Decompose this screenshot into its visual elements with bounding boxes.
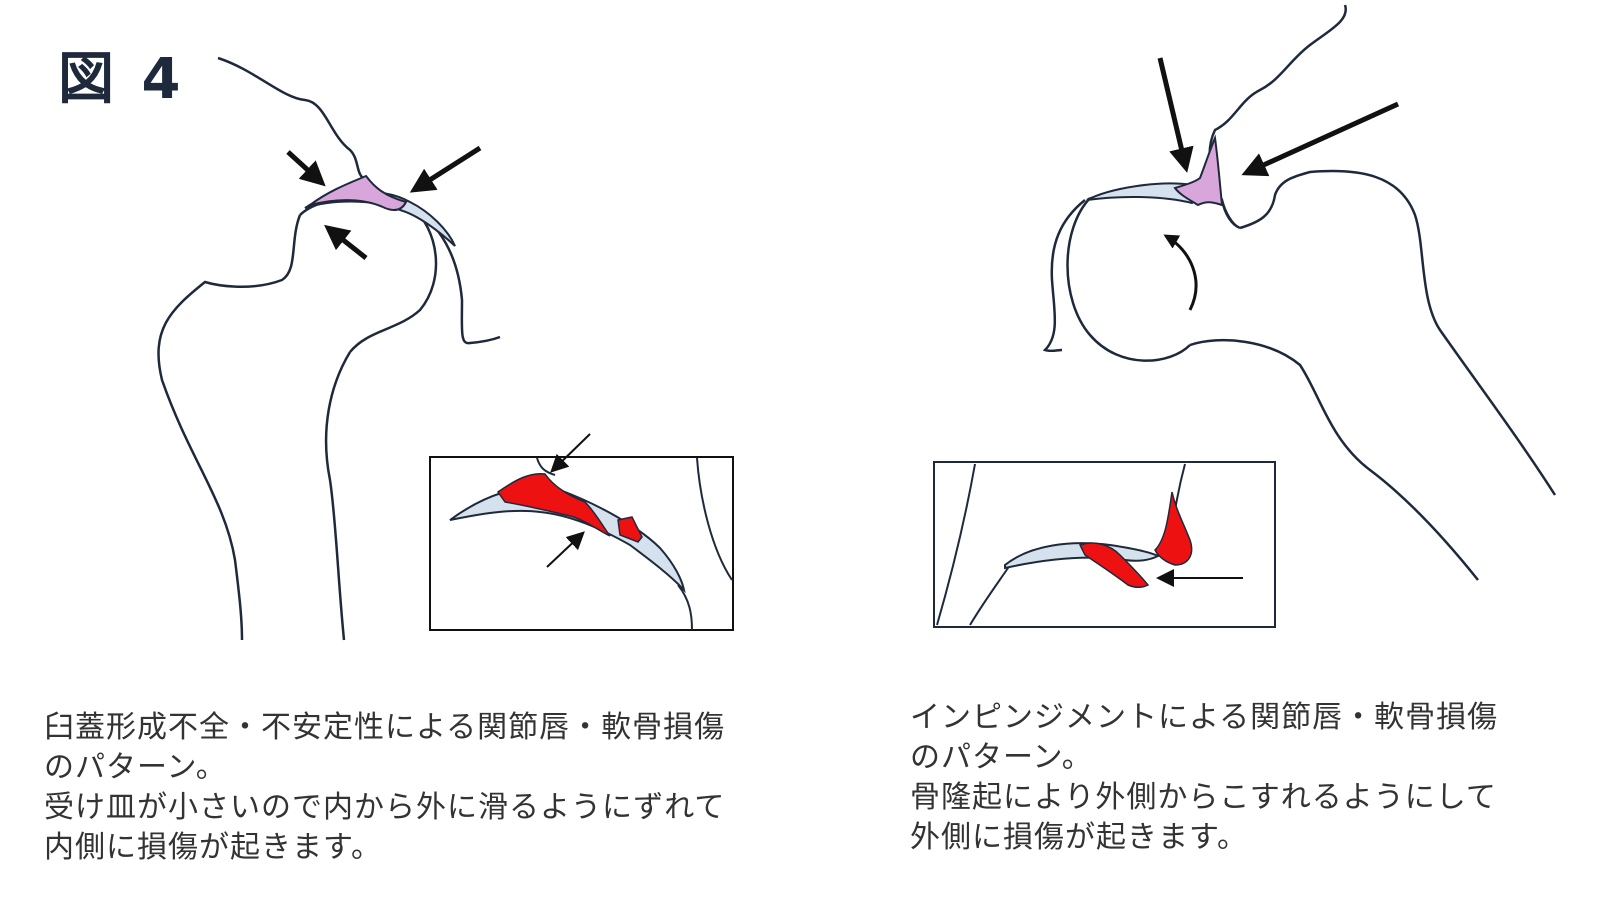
right-femur-upper	[1239, 169, 1557, 496]
right-inset-cartilage	[1004, 542, 1161, 570]
caption-right-line: のパターン。	[910, 740, 1093, 775]
left-labrum	[309, 174, 408, 211]
right-femoral-head-circle	[1066, 197, 1191, 362]
caption-left-line: のパターン。	[44, 750, 227, 785]
right-inset	[933, 461, 1276, 628]
caption-left: 臼蓋形成不全・不安定性による関節唇・軟骨損傷 のパターン。 受け皿が小さいので内…	[44, 708, 725, 868]
left-inset-damage-main	[496, 472, 611, 537]
left-acetabulum-outline	[217, 56, 367, 182]
caption-right-line: 外側に損傷が起きます。	[910, 820, 1248, 855]
caption-right-line: 骨隆起により外側からこすれるようにして	[910, 780, 1497, 815]
right-inset-damage-bump	[1154, 491, 1193, 566]
arrow-up-left	[324, 224, 368, 260]
left-force-arrows	[286, 145, 482, 260]
left-inset-damage-small	[617, 516, 643, 543]
left-inset	[429, 433, 734, 631]
left-femur-lower	[324, 351, 352, 641]
right-inset-frame	[933, 461, 1276, 628]
caption-right-line: インピンジメントによる関節唇・軟骨損傷	[910, 700, 1499, 735]
rotation-arrow	[1163, 234, 1198, 311]
right-inset-damage-labrum	[1078, 542, 1150, 588]
arrow-down-left	[409, 145, 482, 193]
arrow-down	[1157, 57, 1194, 173]
caption-right: インピンジメントによる関節唇・軟骨損傷 のパターン。 骨隆起により外側からこすれ…	[910, 698, 1498, 858]
right-force-arrows	[1157, 57, 1400, 177]
right-femur-lower	[1189, 339, 1479, 581]
left-femur-upper	[157, 214, 302, 641]
figure-label: 図 4	[58, 47, 185, 112]
arrow-down-right	[286, 150, 326, 187]
left-acetabulum-rim	[409, 203, 501, 345]
right-acetabulum-rim	[1042, 199, 1086, 353]
caption-left-line: 臼蓋形成不全・不安定性による関節唇・軟骨損傷	[44, 710, 726, 745]
left-femoral-head	[299, 195, 438, 353]
right-labrum	[1173, 134, 1224, 207]
caption-left-line: 受け皿が小さいので内から外に滑るようにずれて	[44, 790, 726, 825]
caption-left-line: 内側に損傷が起きます。	[44, 830, 382, 865]
arrow-down-left-long	[1241, 101, 1400, 177]
